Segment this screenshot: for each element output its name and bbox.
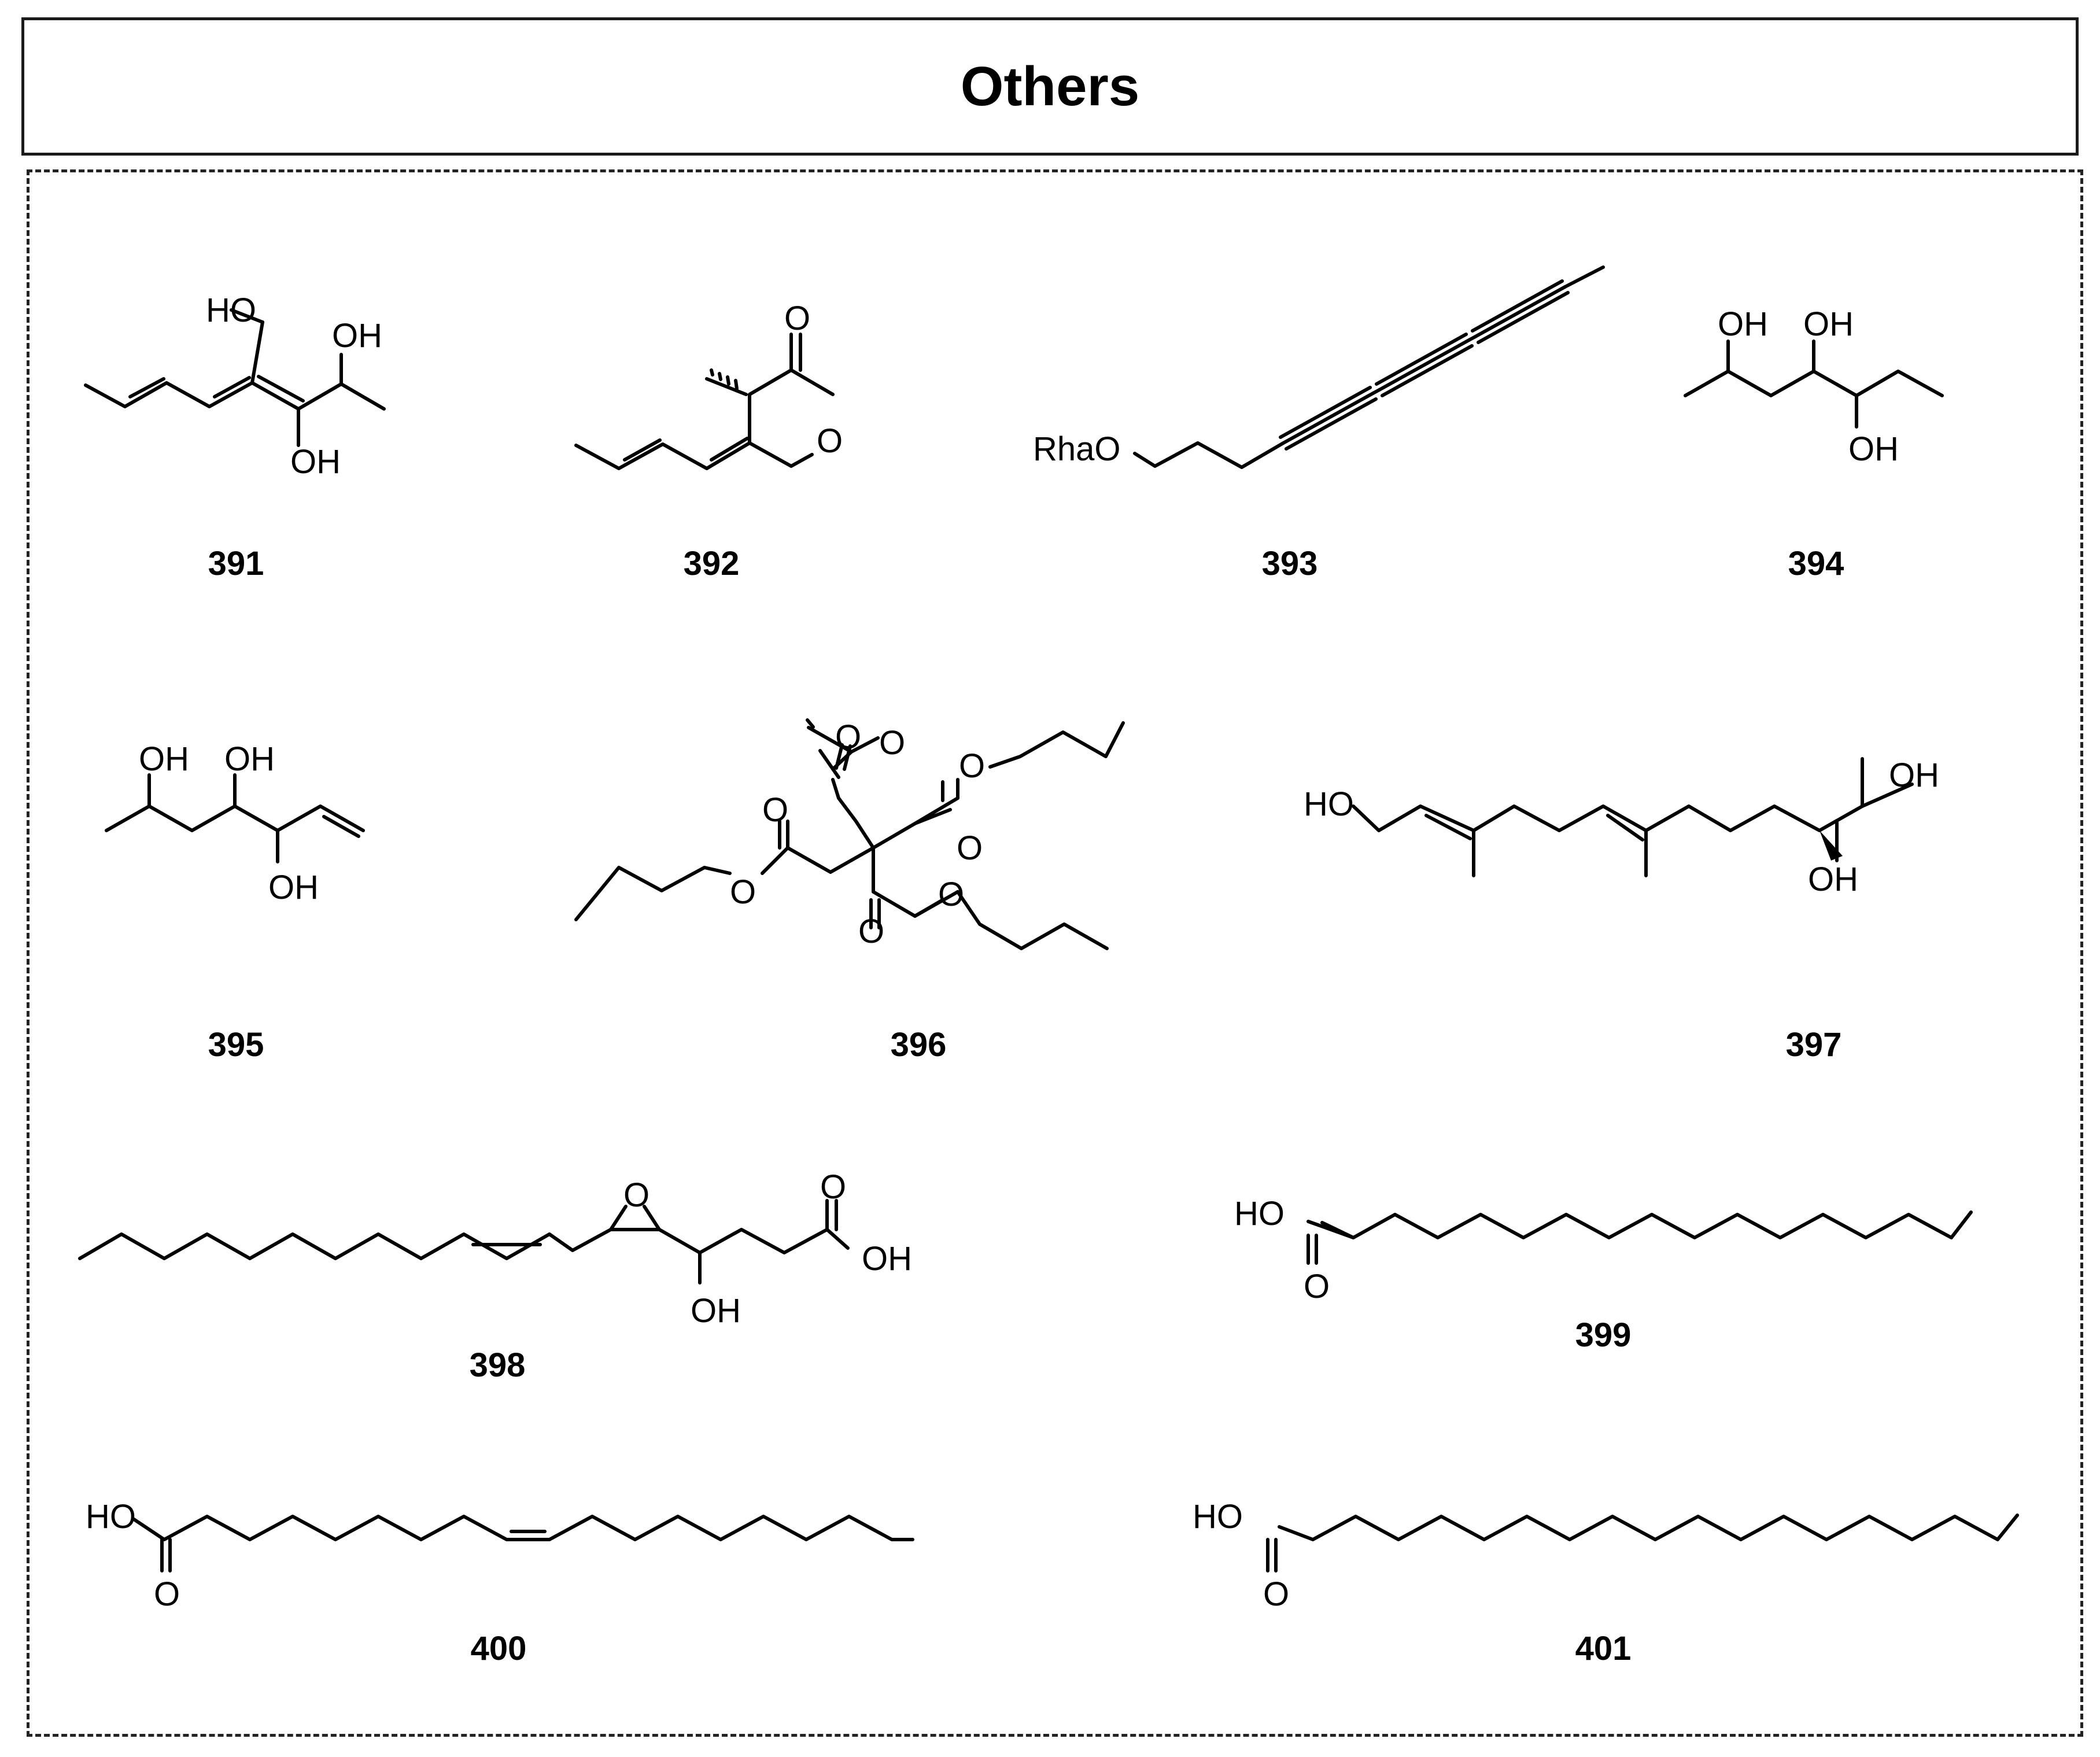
atom-label: OH [224, 740, 275, 778]
structure-397: HO OH OH 397 [1304, 756, 1939, 1064]
structure-399: HO O 399 [1234, 1195, 1973, 1354]
structure-394: OH OH OH 394 [1684, 305, 1944, 582]
compound-id: 392 [684, 545, 740, 582]
atom-label: OH [1803, 305, 1854, 343]
atom-label: HO [1234, 1195, 1285, 1232]
structure-401: HO O 401 [1193, 1498, 2019, 1667]
atom-label: OH [1718, 305, 1768, 343]
atom-label: OH [1889, 756, 1939, 794]
structure-391: HO OH OH 391 [84, 291, 386, 582]
compound-id: 401 [1575, 1630, 1632, 1667]
atom-label: O [817, 422, 843, 460]
figure-title: Others [960, 55, 1140, 117]
atom-label: O [835, 718, 861, 756]
compound-id: 397 [1786, 1026, 1842, 1064]
compound-id: 393 [1262, 545, 1318, 582]
atom-label: OH [139, 740, 189, 778]
atom-label: HO [1304, 785, 1354, 823]
atom-label: O [784, 300, 810, 337]
atom-label: OH [1848, 430, 1899, 468]
structure-396: O O O O O O O O 396 [574, 718, 1125, 1064]
atom-label: O [858, 913, 884, 950]
structure-392: O O 392 [574, 300, 843, 582]
atom-label: OH [691, 1292, 741, 1330]
atom-label: O [959, 747, 985, 785]
atom-label: HO [1193, 1498, 1243, 1535]
atom-label: RhaO [1033, 430, 1121, 468]
atom-label: OH [862, 1240, 912, 1278]
compound-id: 394 [1788, 545, 1844, 582]
atom-label: O [957, 829, 983, 867]
atom-label: OH [332, 317, 382, 355]
title-box: Others [21, 17, 2079, 156]
atom-label: OH [1808, 861, 1858, 898]
atom-label: HO [86, 1498, 136, 1535]
atom-label: O [820, 1168, 846, 1206]
atom-label: O [1304, 1268, 1330, 1305]
compound-panel [27, 169, 2083, 1737]
atom-label: O [1263, 1575, 1289, 1613]
compound-id: 399 [1575, 1316, 1632, 1354]
compound-id: 400 [471, 1630, 527, 1667]
compound-id: 391 [208, 545, 264, 582]
compound-id: 395 [208, 1026, 264, 1064]
compound-id: 396 [891, 1026, 947, 1064]
atom-label: O [879, 724, 905, 762]
compound-id: 398 [470, 1346, 526, 1384]
atom-label: O [938, 876, 964, 913]
structure-398: O O OH OH 398 [78, 1168, 912, 1384]
structure-400: HO O 400 [86, 1498, 914, 1667]
atom-label: HO [206, 291, 256, 329]
structure-393: RhaO 393 [1033, 265, 1605, 582]
atom-label: O [623, 1176, 649, 1214]
structure-395: OH OH OH 395 [105, 740, 365, 1064]
atom-label: O [762, 791, 788, 829]
atom-label: OH [290, 443, 341, 481]
atom-label: OH [268, 869, 319, 906]
atom-label: O [154, 1575, 180, 1613]
atom-label: O [730, 873, 756, 911]
